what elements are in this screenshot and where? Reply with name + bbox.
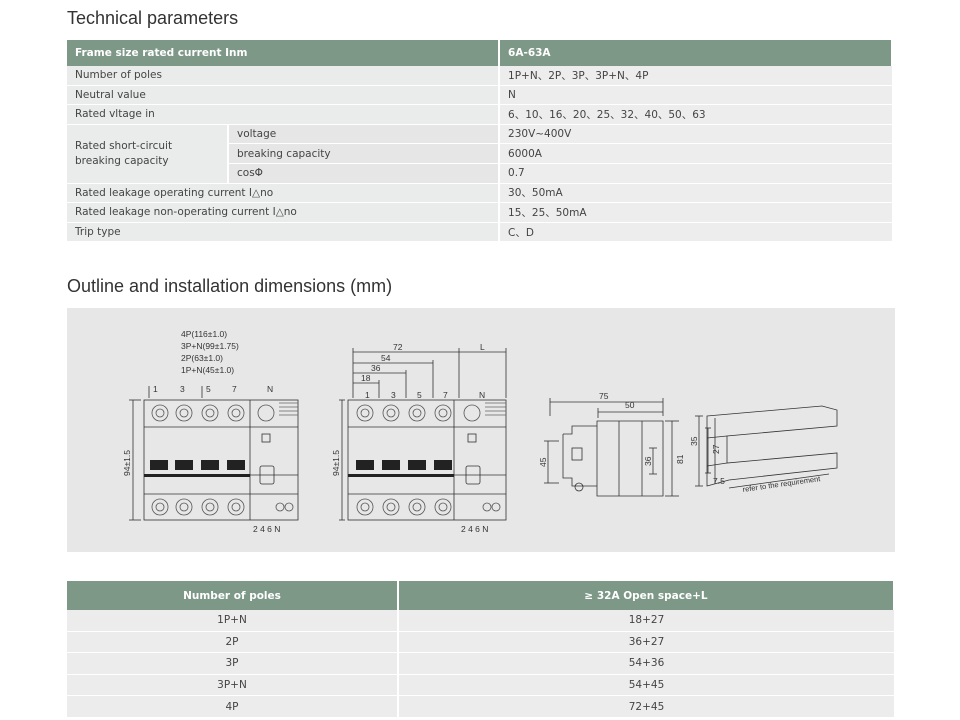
row-sublabel: breaking capacity [228,143,501,164]
terminal-label: 3 [391,390,396,400]
row-sublabel: cosΦ [228,163,501,184]
table-row: 3P+N 54+45 [67,674,894,697]
header-poles: Number of poles [67,581,399,610]
size-2p: 2P(63±1.0) [181,353,223,363]
open-space-table: Number of poles ≥ 32A Open space+L 1P+N … [67,581,895,718]
space-cell: 54+36 [398,652,894,675]
table-header-row: Frame size rated current Inm 6A-63A [67,40,893,66]
row-label: Rated leakage non-operating current I△no [67,202,501,223]
tech-heading: Technical parameters [67,8,239,28]
row-value: 6000A [499,143,892,164]
dim-35: 35 [689,436,699,446]
row-label: Number of poles [67,66,501,86]
poles-cell: 3P+N [67,674,399,697]
breaker-front-middle [347,399,507,521]
row-sublabel: voltage [228,124,501,145]
row-label: Rated short-circuit breaking capacity [67,124,229,184]
table-row: 1P+N 18+27 [67,610,894,632]
space-cell: 18+27 [398,610,894,632]
table-row: Rated vltage in 6、10、16、20、25、32、40、50、6… [67,104,892,125]
table-row: Rated short-circuit breaking capacity vo… [67,124,892,184]
terminal-label: 7 [443,390,448,400]
space-cell: 36+27 [398,631,894,654]
row-value: 15、25、50mA [499,202,892,223]
header-value: 6A-63A [499,40,893,66]
row-value: C、D [499,222,892,243]
dimension-drawing-panel: 4P(116±1.0) 3P+N(99±1.75) 2P(63±1.0) 1P+… [67,308,895,552]
row-label: Rated leakage operating current I△no [67,183,501,204]
dim-81: 81 [675,454,685,464]
dim-75: 75 [599,391,609,401]
row-value: 30、50mA [499,183,892,204]
header-label: Frame size rated current Inm [67,40,501,66]
dim-54: 54 [381,353,391,363]
size-3pn: 3P+N(99±1.75) [181,341,239,351]
poles-cell: 1P+N [67,610,399,632]
space-cell: 72+45 [398,695,894,718]
bottom-terminals: 2 4 6 N [253,524,280,534]
dim-50: 50 [625,400,635,410]
terminal-label: 5 [206,384,211,394]
bottom-terminals: 2 4 6 N [461,524,488,534]
table-row: Neutral value N [67,85,892,106]
terminal-label: 7 [232,384,237,394]
dim-45: 45 [538,457,548,467]
row-value: 230V~400V [499,124,892,145]
row-label: Rated vltage in [67,104,501,125]
row-label: Neutral value [67,85,501,106]
poles-cell: 4P [67,695,399,718]
space-cell: 54+45 [398,674,894,697]
size-4p: 4P(116±1.0) [181,329,227,339]
breaker-side-view [596,420,664,497]
table-row: 3P 54+36 [67,652,894,675]
poles-cell: 3P [67,652,399,675]
table-row: Rated leakage operating current I△no 30、… [67,183,892,204]
table-header-row: Number of poles ≥ 32A Open space+L [67,581,895,610]
dim-l: L [480,342,485,352]
terminal-label: N [479,390,485,400]
height-dimension: 94±1.5 [122,450,132,476]
table-row: 2P 36+27 [67,631,894,654]
table-row: 4P 72+45 [67,695,894,718]
header-open-space: ≥ 32A Open space+L [398,581,895,610]
terminal-label: 1 [153,384,158,394]
table-row: Number of poles 1P+N、2P、3P、3P+N、4P [67,66,892,86]
dimension-drawings: 4P(116±1.0) 3P+N(99±1.75) 2P(63±1.0) 1P+… [122,329,838,534]
row-value: N [499,85,892,106]
size-1pn: 1P+N(45±1.0) [181,365,234,375]
row-value: 0.7 [499,163,892,184]
dim-36: 36 [643,456,653,466]
terminal-label: 1 [365,390,370,400]
dim-27: 27 [711,444,721,454]
breaker-front-left [143,399,299,521]
row-value: 6、10、16、20、25、32、40、50、63 [499,104,892,125]
outline-heading: Outline and installation dimensions (mm) [67,276,393,296]
terminal-label: 3 [180,384,185,394]
table-row: Trip type C、D [67,222,892,243]
row-label: Trip type [67,222,501,243]
dim-7-5: 7.5 [713,476,725,486]
dim-72: 72 [393,342,403,352]
table-row: breaking capacity 6000A [67,143,892,164]
technical-parameters-table: Frame size rated current Inm 6A-63A Numb… [67,40,893,243]
table-row: cosΦ 0.7 [67,163,892,184]
dim-18: 18 [361,373,371,383]
height-dimension: 94±1.5 [331,450,341,476]
poles-cell: 2P [67,631,399,654]
table-row: Rated leakage non-operating current I△no… [67,202,892,223]
dim-36: 36 [371,363,381,373]
row-value: 1P+N、2P、3P、3P+N、4P [499,66,892,86]
terminal-label: 5 [417,390,422,400]
terminal-label: N [267,384,273,394]
